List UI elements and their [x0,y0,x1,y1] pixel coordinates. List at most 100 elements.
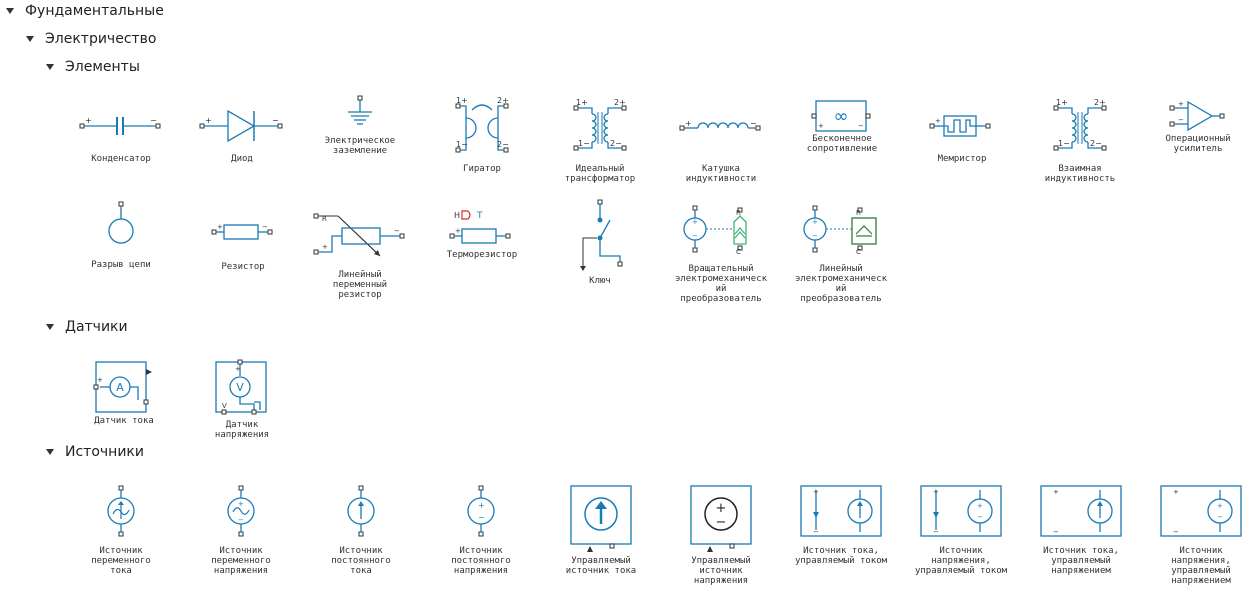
expand-arrow-icon[interactable] [46,449,54,455]
block-label: Управляемый источник напряжения [691,556,751,586]
controlled-voltage-source-icon: + − [690,485,752,552]
block-label: Источник постоянного тока [331,546,391,576]
block-voltage-sensor[interactable]: V + V Датчик напряжения [214,359,270,440]
minus-sign: − [858,122,864,130]
port-label: C [736,248,741,256]
block-open-circuit[interactable]: Разрыв цепи [91,201,151,272]
tree-label: Электричество [45,31,157,47]
block-thermistor[interactable]: H T + Терморезистор [447,208,517,264]
block-label: Источник напряжения, управляемый напряже… [1171,546,1231,586]
minus-sign: − [1053,528,1059,536]
block-ac-voltage-source[interactable]: + − Источник переменного напряжения [211,485,271,576]
plus-sign: + [692,218,698,226]
block-dc-voltage-source[interactable]: + − Источник постоянного напряжения [451,485,511,576]
gyrator-icon: 1+ 1− 2+ 2− [455,96,509,153]
diode-icon: + − [199,109,283,143]
dc-current-source-icon [347,485,375,537]
dc-voltage-source-icon: + − [467,485,495,537]
expand-arrow-icon[interactable] [46,324,54,330]
block-label: Источник напряжения, управляемый током [914,546,1008,576]
memristor-icon: + [929,115,991,137]
tree-node-electricity[interactable]: Электричество [26,28,157,50]
block-label: Электрическое заземление [324,136,396,156]
open-circuit-icon [108,201,134,244]
block-label: Источник постоянного напряжения [451,546,511,576]
block-label: Источник тока, управляемый током [794,546,888,566]
cccs-icon: + − [800,485,882,537]
block-controlled-voltage-source[interactable]: + − Управляемый источник напряжения [690,485,752,586]
minus-sign: − [1217,513,1223,521]
block-rotational-converter[interactable]: + − R C Вращательный электромеханическ и… [675,205,767,310]
block-diode[interactable]: + − Диод [199,108,284,164]
block-inductor[interactable]: + − Катушка индуктивности [679,116,762,186]
minus-sign: − [692,232,698,240]
block-electrical-ground[interactable]: Электрическое заземление [320,95,400,156]
port-label: R [322,215,327,223]
port-label: H [454,211,460,220]
plus-sign: + [977,502,983,510]
port-label: C [856,248,861,256]
minus-sign: − [238,516,244,524]
block-label: Резистор [221,262,265,272]
plus-sign: + [1053,488,1059,496]
block-mutual-inductor[interactable]: 1+ 1− 2+ 2− Взаимная индуктивность [1045,98,1115,186]
port-label: 2− [1090,139,1102,148]
minus-sign: − [716,515,727,530]
plus-sign: + [478,501,485,510]
controlled-current-source-icon [570,485,632,552]
block-label: Разрыв цепи [91,260,151,270]
block-label: Диод [231,154,253,164]
block-variable-resistor[interactable]: R + − Линейный переменный резистор [313,212,406,304]
block-resistor[interactable]: + − Резистор [211,222,274,272]
block-controlled-current-source[interactable]: Управляемый источник тока [566,485,636,576]
tree-node-elements[interactable]: Элементы [46,56,140,78]
infinity-icon: ∞ [834,106,849,127]
tree-node-sensors[interactable]: Датчики [46,316,128,338]
minus-sign: − [750,119,757,128]
block-switch[interactable]: Ключ [575,199,625,290]
tree-node-sources[interactable]: Источники [46,441,144,463]
minus-sign: − [977,513,983,521]
block-label: Источник переменного тока [91,546,151,576]
thermal-label: T [476,211,483,221]
plus-sign: + [97,376,103,384]
tree-node-fundamentals[interactable]: Фундаментальные [6,0,164,22]
port-label: 1− [1058,139,1070,148]
block-ccvs[interactable]: + − + − Источник напряжения, управляемый… [915,485,1007,576]
block-cccs[interactable]: + − Источник тока, управляемый током [795,485,887,576]
plus-sign: + [205,116,212,125]
block-vcvs[interactable]: + − + − Источник напряжения, управляемый… [1160,485,1242,586]
block-ideal-transformer[interactable]: 1+ 1− 2+ 2− Идеальный трансформатор [565,98,635,184]
ccvs-icon: + − + − [920,485,1002,537]
expand-arrow-icon[interactable] [26,36,34,42]
block-label: Датчик напряжения [214,420,270,440]
block-label: Идеальный трансформатор [564,164,636,184]
expand-arrow-icon[interactable] [6,8,14,14]
plus-sign: + [933,488,939,496]
block-label: Терморезистор [446,250,518,260]
port-label: 2+ [1094,98,1106,107]
ac-current-source-icon [107,485,135,537]
block-label: Катушка индуктивности [685,164,757,184]
block-label: Датчик тока [94,416,154,426]
block-vccs[interactable]: + − Источник тока, управляемый напряжени… [1040,485,1122,586]
expand-arrow-icon[interactable] [46,64,54,70]
block-ac-current-source[interactable]: Источник переменного тока [91,485,151,576]
transformer-icon: 1+ 1− 2+ 2− [573,98,627,151]
tree-label: Источники [65,444,144,460]
block-memristor[interactable]: + Мемристор [929,114,994,164]
block-linear-converter[interactable]: + − R C Линейный электромеханическ ий пр… [795,205,887,310]
block-infinite-resistance[interactable]: ∞ + − Бесконечное сопротивление [807,100,877,160]
block-label: Линейный электромеханическ ий преобразов… [794,264,888,304]
block-gyrator[interactable]: 1+ 1− 2+ 2− Гиратор [452,96,512,174]
port-label: 2+ [614,98,626,107]
minus-sign: − [394,227,400,235]
minus-sign: − [812,232,818,240]
block-opamp[interactable]: + − Операционный усилитель [1165,100,1230,160]
block-dc-current-source[interactable]: Источник постоянного тока [331,485,391,576]
infinite-resistance-icon: ∞ + − [811,100,871,132]
block-capacitor[interactable]: + − Конденсатор [79,112,162,164]
variable-resistor-icon: R + − [313,213,405,257]
plus-sign: + [1173,488,1179,496]
block-current-sensor[interactable]: A + Датчик тока [93,361,154,428]
